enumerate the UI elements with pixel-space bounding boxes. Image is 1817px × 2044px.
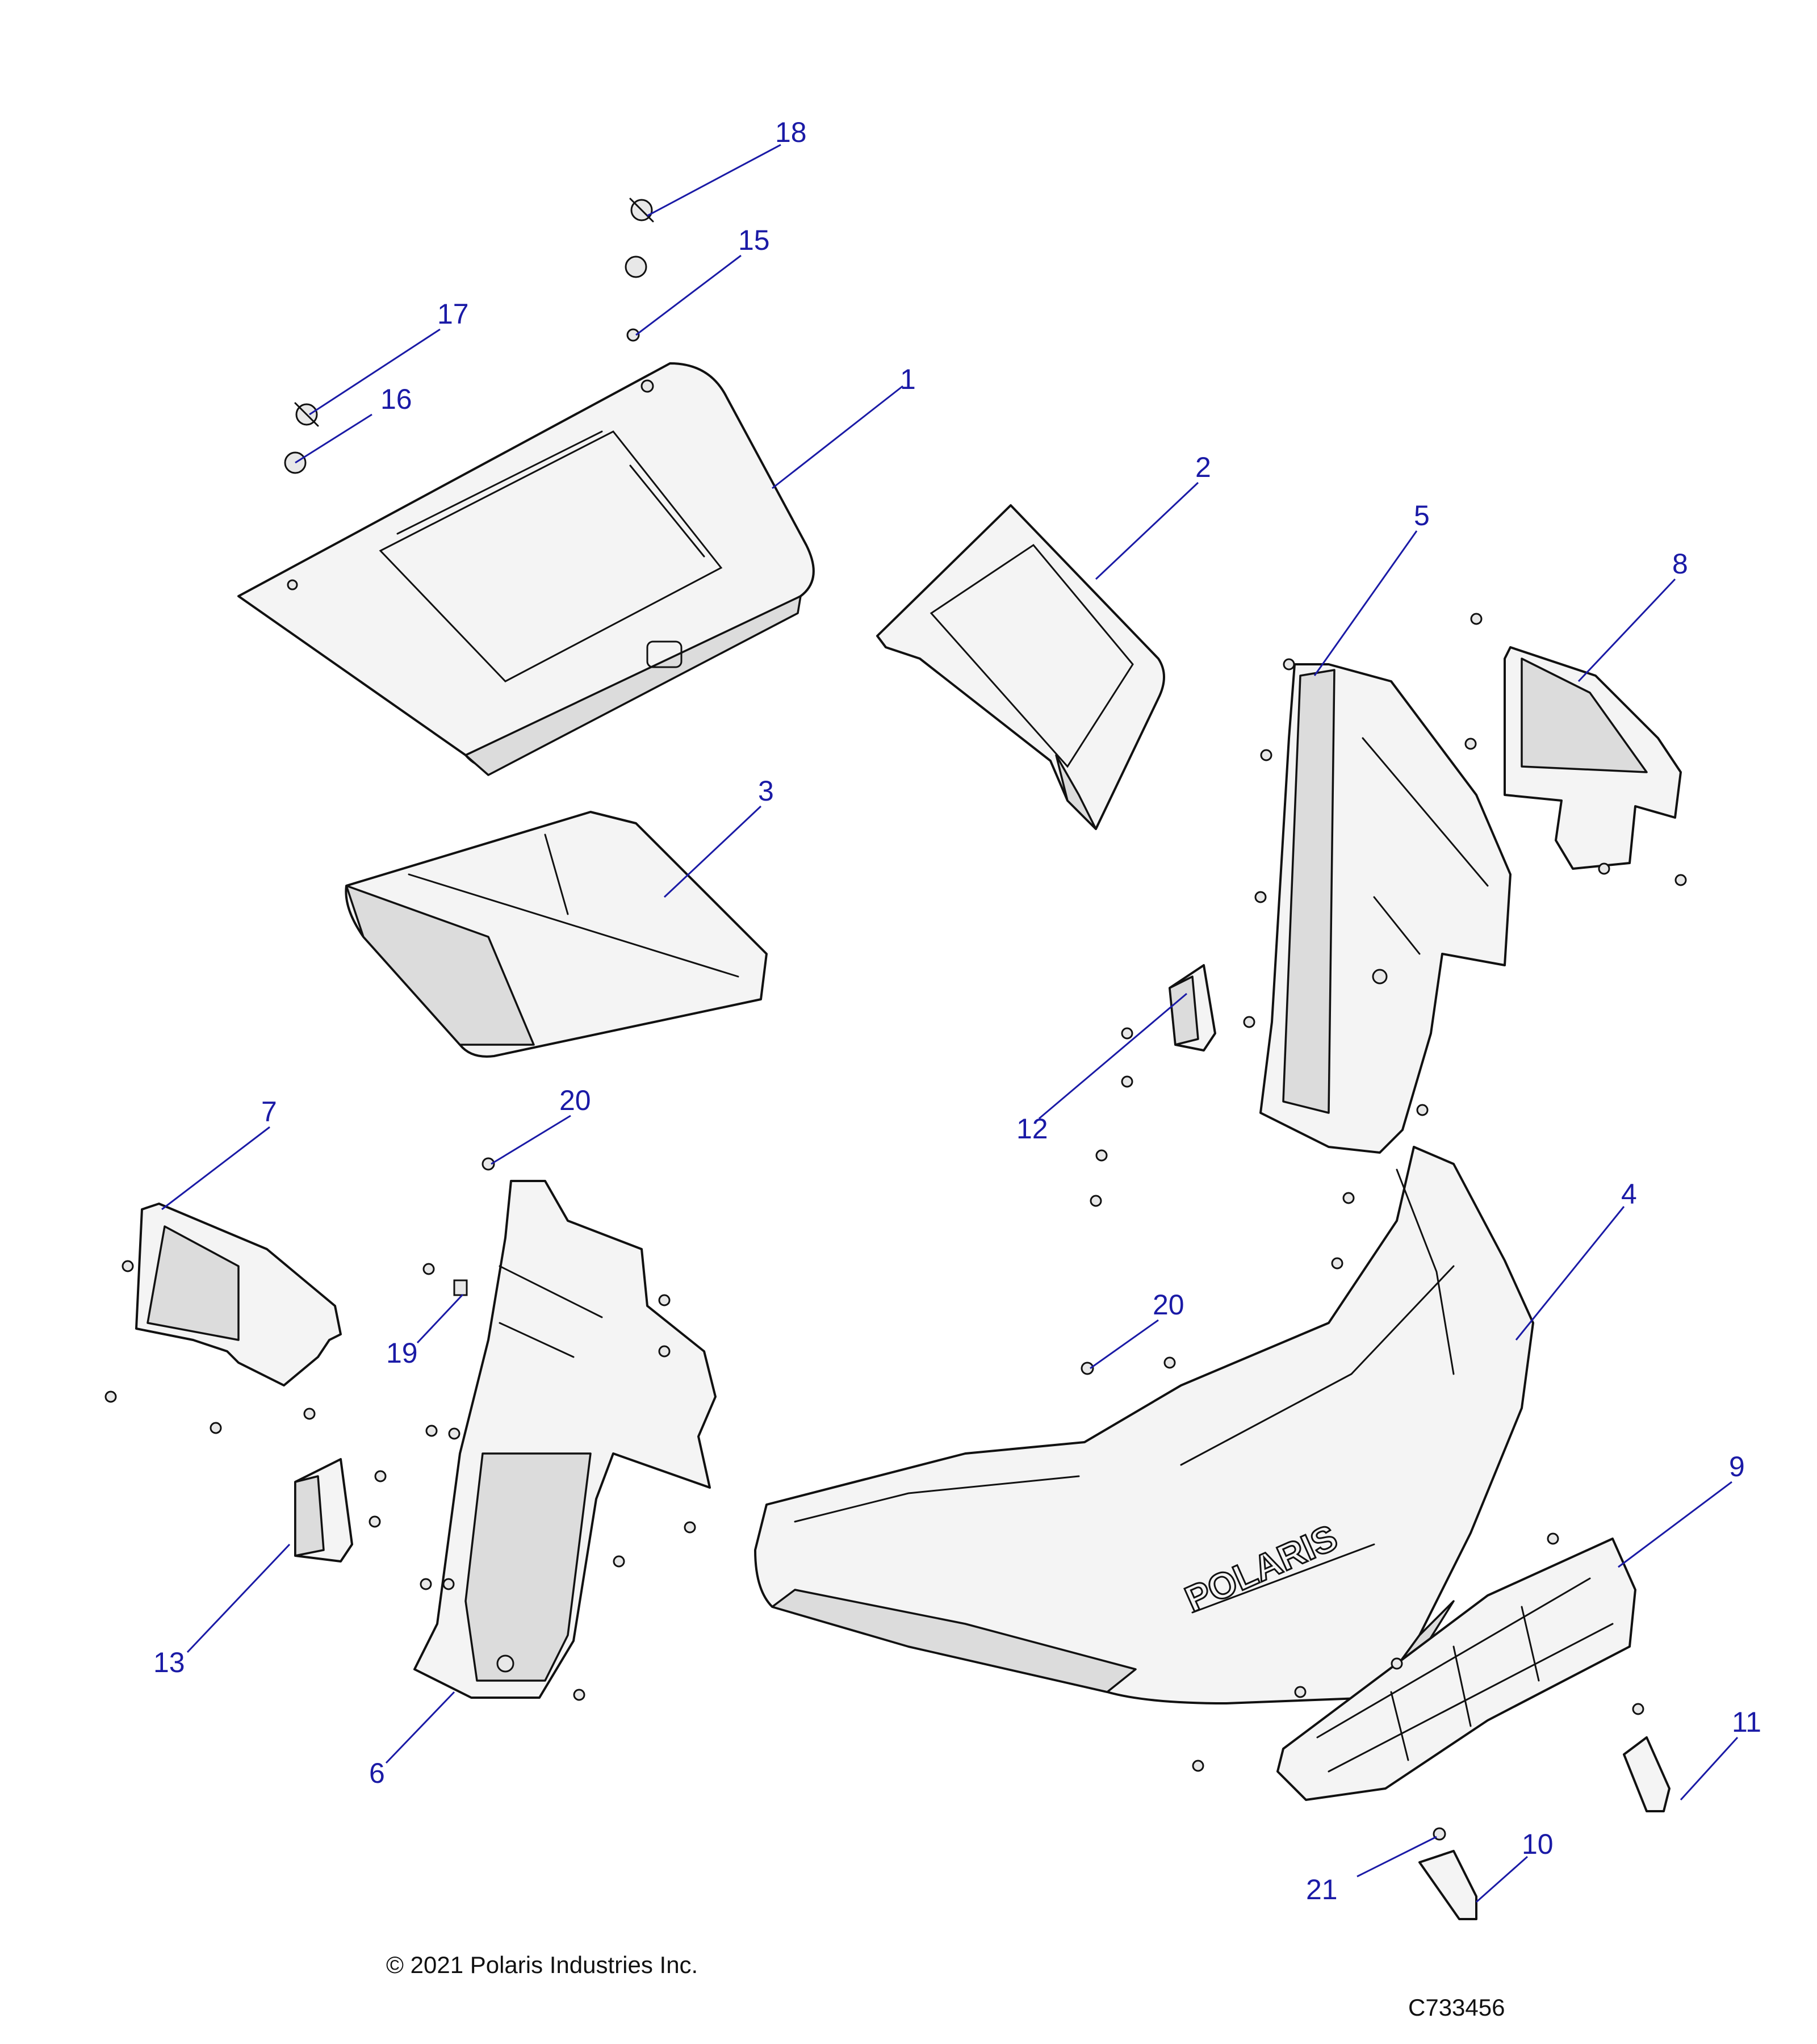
- leader-lines: [161, 144, 1739, 1903]
- callout-16: 16: [380, 383, 412, 415]
- part-15-grommet: [625, 256, 647, 342]
- part-8-right-side-panel: [1504, 646, 1682, 870]
- part-17-push-rivet: [294, 402, 319, 427]
- callout-5: 5: [1414, 500, 1430, 531]
- part-13-bracket: [294, 1458, 353, 1563]
- callout-11: 11: [1732, 1706, 1761, 1738]
- callout-15: 15: [738, 224, 770, 256]
- part-2-panel: [876, 504, 1165, 830]
- callout-3: 3: [758, 775, 774, 807]
- callout-4: 4: [1621, 1178, 1637, 1210]
- part-7-left-side-panel: [135, 1203, 342, 1387]
- callout-20-left: 20: [559, 1084, 591, 1116]
- drawing-number: C733456: [1408, 1994, 1505, 2021]
- callout-20-right: 20: [1153, 1289, 1184, 1321]
- callout-18: 18: [775, 116, 807, 148]
- callout-8: 8: [1672, 548, 1688, 580]
- part-11-bracket: [1623, 1736, 1671, 1812]
- callout-21: 21: [1306, 1874, 1338, 1905]
- callout-19: 19: [386, 1337, 418, 1369]
- part-4-front-bumper: POLARIS: [754, 1146, 1534, 1704]
- screws: [104, 613, 1687, 1772]
- part-20-screw-left: [482, 1157, 495, 1171]
- callout-12: 12: [1016, 1113, 1048, 1145]
- part-6-left-upright: [413, 1180, 717, 1699]
- part-10-bracket: [1418, 1850, 1477, 1920]
- part-5-right-upright: [1259, 663, 1512, 1154]
- callout-13: 13: [153, 1647, 185, 1678]
- part-18-push-rivet: [629, 198, 654, 223]
- callout-labels: 1 2 3 4 5 6 7 8 9 10 11 12 13 15 16 17 1…: [153, 116, 1761, 1905]
- copyright-text: © 2021 Polaris Industries Inc.: [386, 1951, 698, 1978]
- callout-1: 1: [900, 363, 916, 395]
- part-9-grille: [1276, 1538, 1636, 1801]
- callout-6: 6: [369, 1757, 385, 1789]
- callout-9: 9: [1729, 1451, 1745, 1482]
- part-12-bracket: [1169, 964, 1216, 1052]
- callout-7: 7: [261, 1096, 277, 1128]
- part-3-cowl: [345, 811, 768, 1058]
- callout-10: 10: [1522, 1828, 1554, 1860]
- part-20-screw-right: [1081, 1362, 1094, 1375]
- callout-2: 2: [1195, 451, 1211, 483]
- part-1-hood: [237, 362, 815, 776]
- part-19-nut: [453, 1279, 468, 1296]
- callout-17: 17: [437, 298, 469, 330]
